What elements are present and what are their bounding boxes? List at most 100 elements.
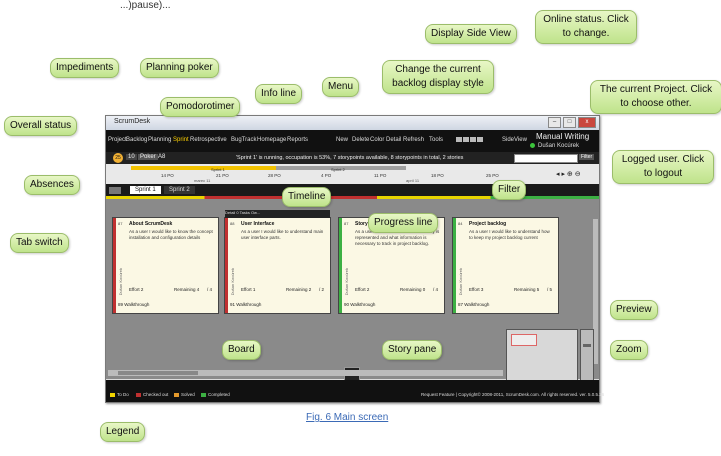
- menu-project[interactable]: Project: [108, 137, 127, 143]
- card-footer: 91 Walkthrough: [230, 302, 261, 307]
- callout-absences: Absences: [24, 175, 80, 195]
- minimize-button[interactable]: –: [548, 117, 561, 128]
- tab-sprint2[interactable]: Sprint 2: [164, 186, 195, 194]
- menu-new[interactable]: New: [336, 137, 349, 143]
- card-id: 87: [344, 221, 349, 226]
- online-status-icon[interactable]: [530, 143, 535, 148]
- callout-logged-user: Logged user. Click to logout: [612, 150, 714, 184]
- scroll-thumb[interactable]: [118, 371, 198, 375]
- menu-bar: Project Backlog Planning Sprint Retrospe…: [106, 130, 599, 152]
- callout-zoom: Zoom: [610, 340, 648, 360]
- timeline-tick: 18 PO: [431, 173, 444, 178]
- callout-story-pane: Story pane: [382, 340, 443, 360]
- callout-planning-poker: Planning poker: [140, 58, 219, 78]
- menu-planning[interactable]: Planning: [148, 137, 172, 143]
- menu-reports[interactable]: Reports: [287, 137, 309, 143]
- menu-retrospective[interactable]: Retrospective: [190, 137, 227, 143]
- callout-current-project: The current Project. Click to choose oth…: [590, 80, 721, 114]
- filter-input[interactable]: [514, 154, 578, 163]
- card-number: 89: [118, 302, 124, 307]
- display-style-icons[interactable]: [456, 137, 483, 142]
- menu-delete[interactable]: Delete: [352, 137, 370, 143]
- tab-sprint1[interactable]: Sprint 1: [130, 186, 161, 194]
- card-effort: Effort 2: [355, 287, 370, 292]
- callout-display-side: Display Side View: [425, 24, 517, 44]
- card-footer: 89 Walkthrough: [118, 302, 149, 307]
- card-phase: Walkthrough: [350, 302, 376, 307]
- board-vertical-scrollbar[interactable]: [593, 219, 598, 364]
- callout-change-display: Change the current backlog display style: [382, 60, 494, 94]
- zoom-slider[interactable]: [580, 329, 594, 381]
- card-effort: Effort 3: [469, 287, 484, 292]
- story-card[interactable]: 87 About ScrumDesk As a user I would lik…: [112, 217, 219, 314]
- story-card[interactable]: 84 Project backlog As a user I would lik…: [452, 217, 559, 314]
- timeline-tick: 28 PO: [268, 173, 281, 178]
- menu-sprint[interactable]: Sprint: [173, 137, 189, 143]
- card-owner: Dušan Kocúrek: [230, 268, 235, 296]
- status-bar: To Do Checked out Solved Completed Reque…: [106, 380, 604, 402]
- menu-refresh[interactable]: Refresh: [403, 137, 425, 143]
- sprint1-bar[interactable]: Sprint 1: [131, 166, 321, 172]
- info-line: 'Sprint 1' is running, occupation is 53%…: [236, 155, 464, 161]
- card-remaining: Remaining 4: [174, 287, 200, 292]
- board-horizontal-scrollbar[interactable]: [108, 370, 503, 376]
- pomodoro-timer[interactable]: 25: [113, 153, 123, 163]
- card-effort: Effort 2: [129, 287, 144, 292]
- timeline-month: marec 11: [194, 178, 211, 183]
- story-card[interactable]: Detail 0 Tasks Ow... 88 User Interface A…: [224, 210, 331, 314]
- card-effort: Effort 1: [241, 287, 256, 292]
- menu-backlog[interactable]: Backlog: [126, 137, 148, 143]
- filter-button[interactable]: Filter: [579, 154, 595, 160]
- preview-pane[interactable]: [506, 329, 578, 381]
- sprint2-bar[interactable]: Sprint 2: [276, 166, 406, 172]
- sprint2-label: Sprint 2: [331, 167, 345, 172]
- current-project[interactable]: Manual Writing: [536, 132, 590, 141]
- menu-sideview[interactable]: SideView: [502, 137, 527, 143]
- callout-impediments: Impediments: [50, 58, 120, 78]
- card-footer: 87 Walkthrough: [458, 302, 489, 307]
- app-window: ScrumDesk – □ x Project Backlog Planning…: [105, 115, 604, 403]
- info-bar: 25 10 Poker A8 'Sprint 1' is running, oc…: [106, 152, 599, 164]
- logged-user[interactable]: Dušan Kocúrek: [538, 143, 580, 149]
- close-button[interactable]: x: [578, 117, 596, 128]
- preview-viewport[interactable]: [511, 334, 537, 346]
- card-id: 88: [230, 221, 235, 226]
- timeline-tick: 14 PO: [161, 173, 174, 178]
- tab-switch-icon[interactable]: [109, 187, 121, 194]
- callout-pomodoro: Pomodorotimer: [160, 97, 241, 117]
- top-caption: ...)pause)...: [120, 0, 171, 11]
- timeline-nav-icons[interactable]: ◂ ▸ ⊕ ⊖: [556, 171, 581, 178]
- window-title: ScrumDesk: [114, 118, 151, 125]
- card-tabs[interactable]: Detail 0 Tasks Ow...: [225, 210, 330, 218]
- card-status-bar: [453, 218, 456, 313]
- impediments-button[interactable]: A8: [158, 154, 166, 160]
- card-owner: Dušan Kocúrek: [118, 268, 123, 296]
- card-owner: Dušan Kocúrek: [458, 268, 463, 296]
- legend-solved: Solved: [174, 392, 195, 397]
- card-phase: Walkthrough: [464, 302, 490, 307]
- timeline[interactable]: Sprint 1 Sprint 2 14 PO 21 PO 28 PO 4 PO…: [106, 164, 599, 184]
- timeline-tick: 21 PO: [216, 173, 229, 178]
- timeline-tick: 25 PO: [486, 173, 499, 178]
- legend-checked-out: Checked out: [136, 392, 168, 397]
- copyright: Request Feature | Copyright© 2008-2011, …: [421, 392, 605, 397]
- card-number: 91: [230, 302, 236, 307]
- sprint1-label: Sprint 1: [211, 167, 225, 172]
- menu-bugtrack[interactable]: BugTrack: [231, 137, 257, 143]
- absences-button[interactable]: 10: [126, 154, 137, 160]
- zoom-thumb[interactable]: [583, 344, 591, 347]
- menu-detail[interactable]: Detail: [386, 137, 402, 143]
- window-controls: – □ x: [548, 117, 596, 128]
- planning-poker-button[interactable]: Poker: [138, 154, 158, 160]
- board[interactable]: 87 About ScrumDesk As a user I would lik…: [106, 199, 599, 383]
- menu-color[interactable]: Color: [370, 137, 385, 143]
- card-remaining: Remaining 5: [514, 287, 540, 292]
- maximize-button[interactable]: □: [563, 117, 576, 128]
- menu-tools[interactable]: Tools: [429, 137, 444, 143]
- card-number: 90: [344, 302, 350, 307]
- card-total: / 4: [433, 287, 439, 292]
- menu-homepage[interactable]: Homepage: [257, 137, 287, 143]
- card-total: / 5: [547, 287, 553, 292]
